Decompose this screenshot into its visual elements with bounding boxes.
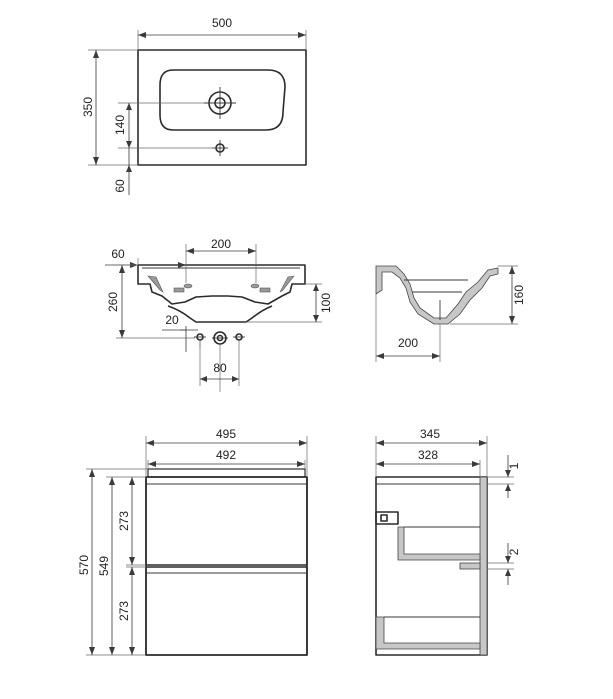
dim-body-height-549: 549 [97,556,111,576]
basin-top-view: 500 350 140 60 [81,16,307,195]
dim-drawer-bottom-273: 273 [117,601,131,621]
dim-inner-width-492: 492 [216,448,236,462]
drawer-box-bottom [375,616,481,650]
drawer-top [145,476,308,566]
dim-drawer-top-273: 273 [117,511,131,531]
dim-depth-350: 350 [81,97,95,117]
basin-front-view: 200 60 260 100 20 80 [105,237,333,392]
cabinet-top-strip [147,468,306,478]
dim-edge-offset-60: 60 [111,247,125,261]
dim-total-height-570: 570 [77,555,91,575]
cabinet-front-view: 495 492 570 549 273 273 [77,427,308,656]
drawer-box-top [397,526,481,561]
drawer-bottom [145,566,308,656]
basin-bowl [159,69,286,131]
cabinet-side-view: 345 328 1 2 [375,427,521,656]
dim-bowl-height-100: 100 [319,293,333,313]
dim-outer-depth-345: 345 [420,427,440,441]
drawer-gap-marker [459,562,481,570]
basin-side-section: 160 200 [375,265,526,362]
cabinet-front-panel [479,476,488,656]
section-profile [375,265,499,325]
dim-back-offset-60: 60 [113,179,127,193]
cabinet-body [145,476,308,656]
dim-outer-width-495: 495 [216,427,236,441]
dim-drain-spacing-80: 80 [213,361,227,375]
dim-inner-depth-328: 328 [418,448,438,462]
dim-height-260: 260 [106,292,120,312]
dim-top-gap-1: 1 [507,462,521,469]
dim-section-depth-200: 200 [398,336,418,350]
dim-mid-gap-2: 2 [507,548,521,555]
dim-tap-offset-140: 140 [113,115,127,135]
dim-section-height-160: 160 [512,285,526,305]
hinge-clip [375,511,399,525]
dim-width-500: 500 [212,16,232,30]
dim-tap-spacing-200: 200 [211,237,231,251]
basin-front-outline [137,264,306,305]
basin-outline [137,49,307,166]
dim-drain-offset-20: 20 [165,313,179,327]
